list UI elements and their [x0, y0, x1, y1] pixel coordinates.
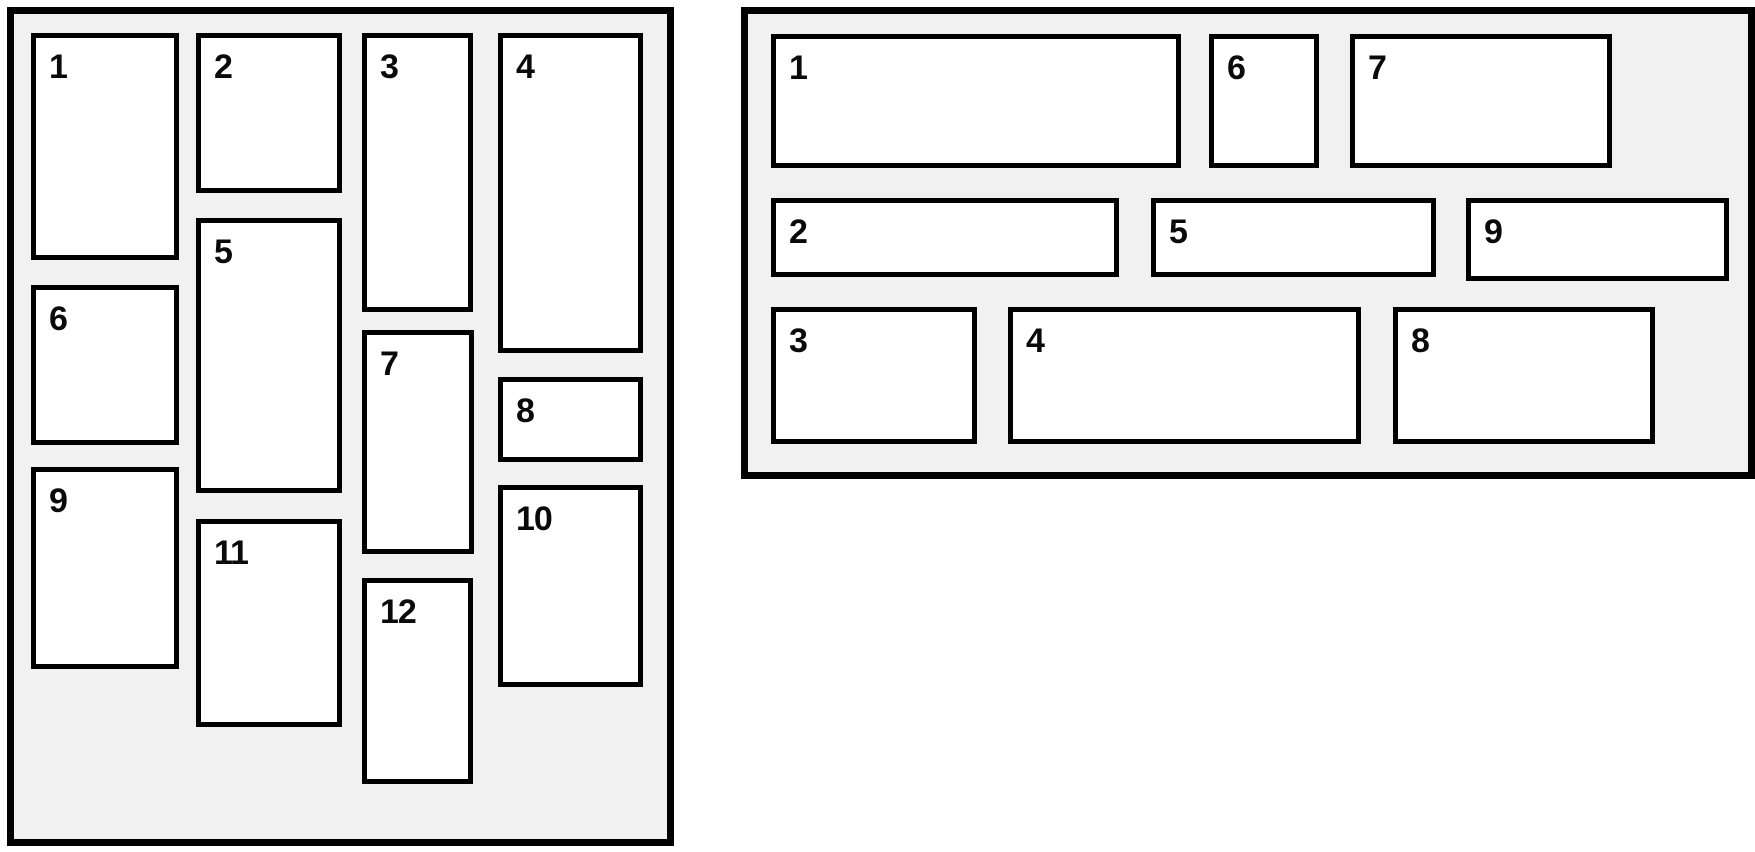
masonry-item: 1: [771, 34, 1181, 168]
masonry-item-label: 4: [516, 48, 535, 86]
masonry-item: 8: [498, 377, 643, 462]
masonry-item: 10: [498, 485, 643, 687]
masonry-item: 6: [1209, 34, 1319, 168]
masonry-item-label: 7: [380, 345, 399, 383]
masonry-item: 5: [1151, 198, 1436, 277]
masonry-item: 4: [498, 33, 643, 353]
masonry-item: 12: [362, 578, 473, 784]
masonry-item: 7: [362, 330, 474, 554]
masonry-item-label: 3: [789, 322, 808, 360]
masonry-item: 8: [1393, 307, 1655, 444]
masonry-item-label: 8: [1411, 322, 1430, 360]
masonry-item-label: 2: [214, 48, 233, 86]
masonry-item-label: 12: [380, 593, 417, 631]
masonry-item: 11: [196, 519, 342, 727]
masonry-item: 3: [362, 33, 473, 312]
masonry-item-label: 8: [516, 392, 535, 430]
masonry-item-label: 2: [789, 213, 808, 251]
masonry-item: 2: [771, 198, 1119, 277]
masonry-item: 5: [196, 218, 342, 493]
masonry-item-label: 10: [516, 500, 553, 538]
masonry-item-label: 11: [214, 534, 249, 572]
masonry-item: 4: [1008, 307, 1361, 444]
vertical-masonry-panel: 1 2 3 4 5 6 7 8 9 10 11 12: [7, 7, 674, 846]
masonry-item-label: 1: [789, 49, 808, 87]
masonry-item: 9: [1466, 198, 1729, 281]
masonry-item: 7: [1350, 34, 1612, 168]
masonry-item: 9: [31, 467, 179, 669]
masonry-item: 1: [31, 33, 179, 260]
masonry-item: 2: [196, 33, 342, 193]
masonry-item-label: 4: [1026, 322, 1045, 360]
masonry-item-label: 1: [49, 48, 68, 86]
masonry-item-label: 3: [380, 48, 399, 86]
masonry-item: 3: [771, 307, 977, 444]
masonry-item-label: 6: [1227, 49, 1246, 87]
horizontal-masonry-panel: 1 2 3 4 5 6 7 8 9: [741, 7, 1755, 479]
masonry-item: 6: [31, 285, 179, 445]
masonry-item-label: 5: [214, 233, 233, 271]
masonry-item-label: 6: [49, 300, 68, 338]
masonry-item-label: 7: [1368, 49, 1387, 87]
masonry-item-label: 9: [49, 482, 68, 520]
masonry-item-label: 9: [1484, 213, 1503, 251]
masonry-item-label: 5: [1169, 213, 1188, 251]
